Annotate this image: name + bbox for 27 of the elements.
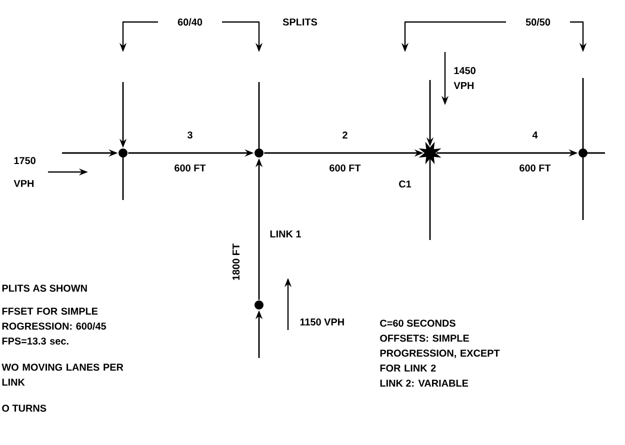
label-text: C1 (399, 180, 412, 188)
label-text: 1150 VPH (300, 318, 344, 326)
note-text: C=60 SECONDS (380, 320, 456, 327)
note-text: FFSET FOR SIMPLE ROGRESSION: 600/45 FPS=13.3 sec. (2, 308, 106, 345)
edge-label: 4 (531, 130, 539, 140)
label-text: 1750 VPH (14, 157, 36, 187)
label-text: 600 FT (174, 164, 206, 172)
edge-label: 3 (186, 130, 194, 140)
label-text: 1800 FT (232, 244, 240, 280)
label-text: 60/40 (178, 18, 202, 26)
edge-label: LINK 1 (268, 230, 302, 238)
note-text: PLITS AS SHOWN (2, 284, 87, 292)
intersection-dot (254, 148, 264, 158)
label-text: 600 FT (520, 164, 551, 172)
intersection-dot (578, 148, 588, 158)
note-text: OFFSETS: SIMPLE PROGRESSION, EXCEPT FOR LINK 2 (380, 334, 500, 372)
edge-label: 2 (341, 130, 349, 140)
note-text: O TURNS (2, 404, 46, 412)
label-text: 50/50 (526, 18, 550, 26)
label-text: SPLITS (282, 18, 318, 26)
label-text: 1450 VPH (454, 67, 476, 89)
intersection-dot (118, 148, 128, 158)
critical-intersection-star (418, 142, 442, 164)
note-text: WO MOVING LANES PER LINK (2, 364, 124, 386)
intersection-dot (254, 300, 264, 310)
note-text: LINK 2: VARIABLE (380, 380, 468, 387)
label-text: 600 FT (330, 164, 361, 172)
